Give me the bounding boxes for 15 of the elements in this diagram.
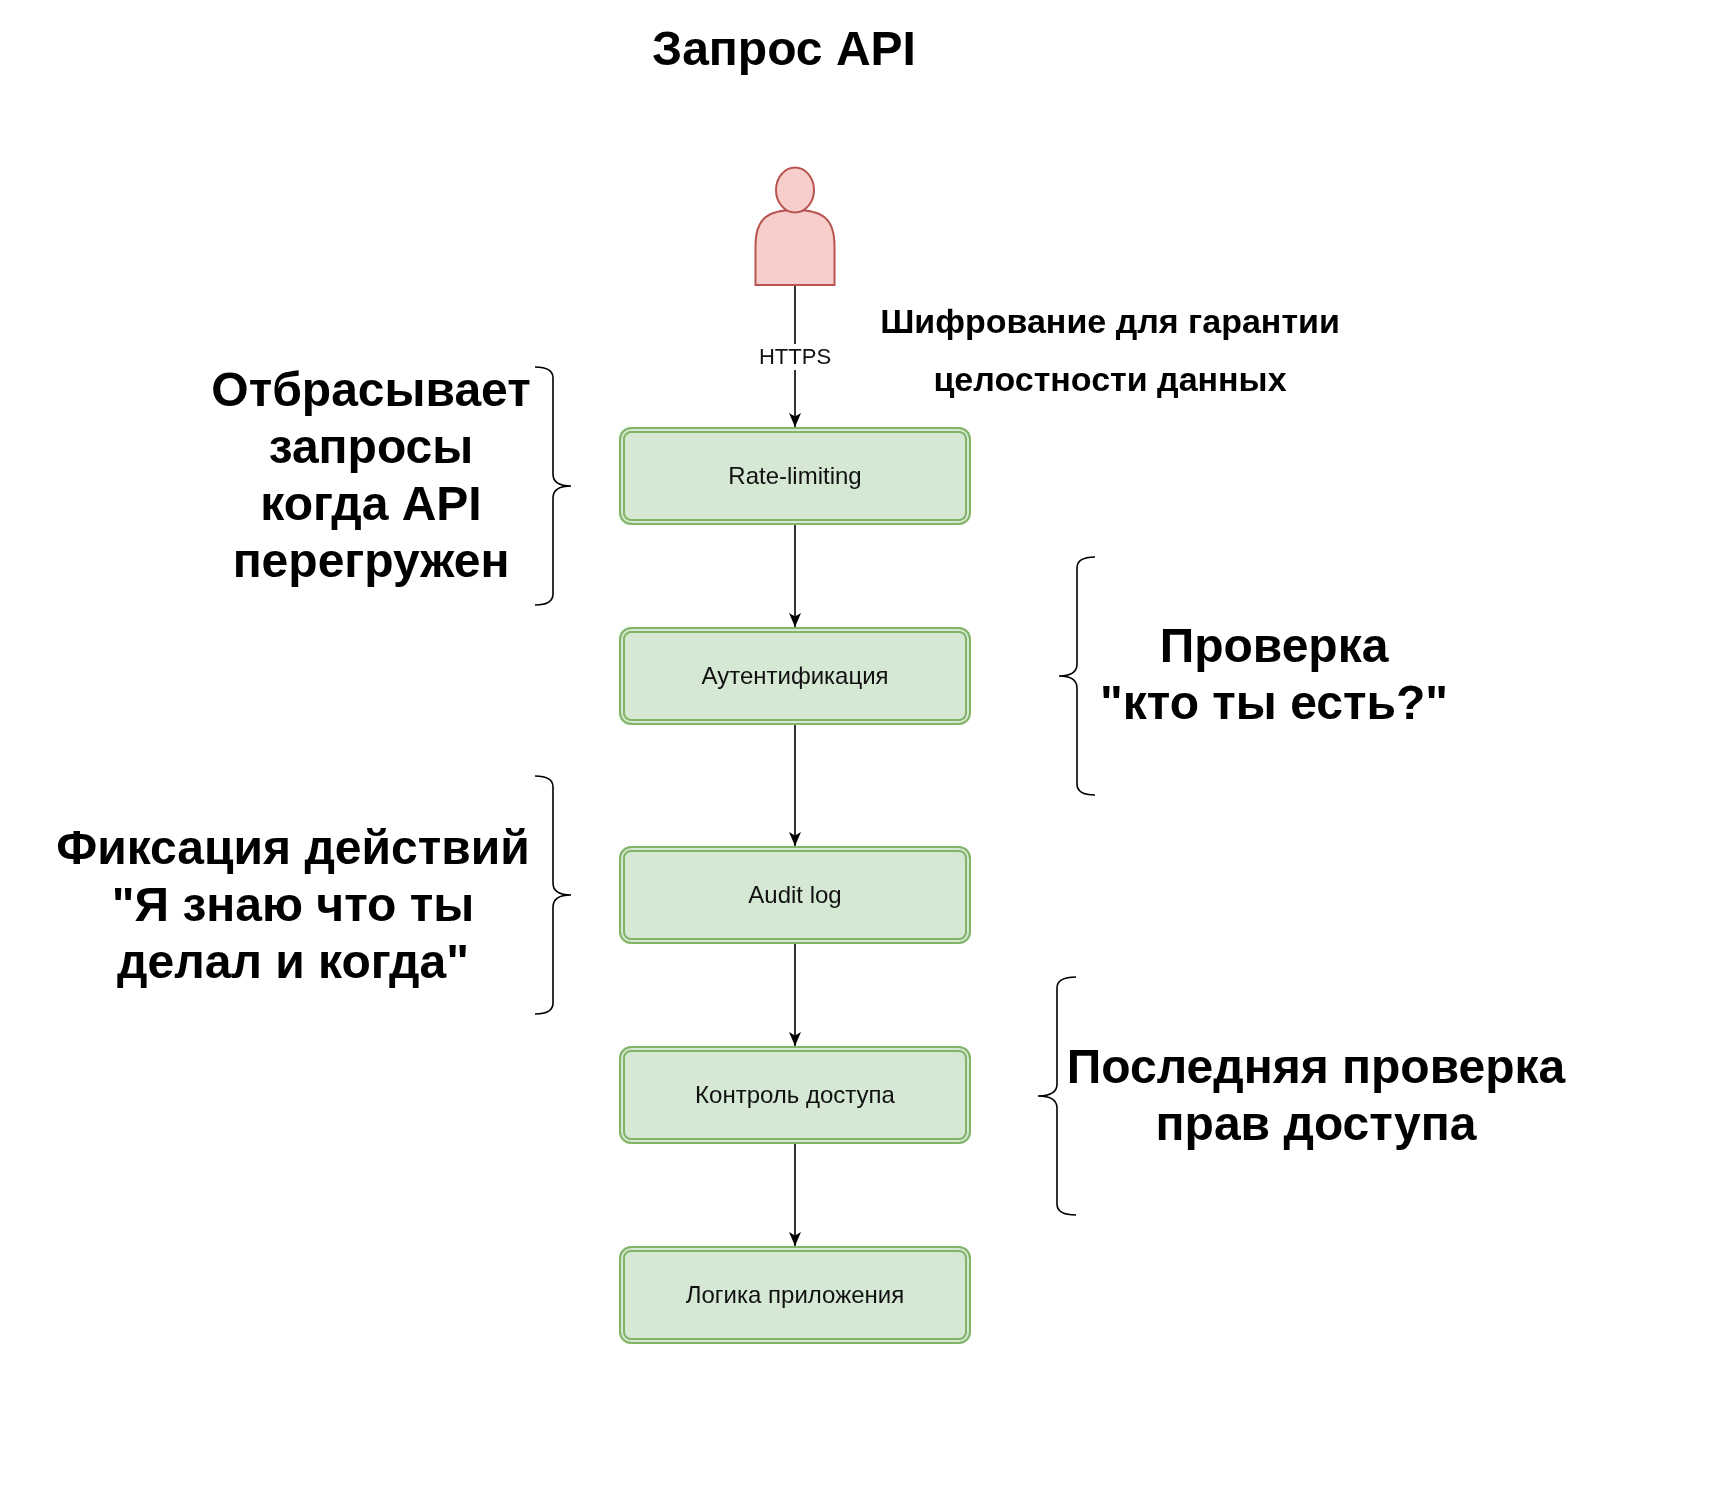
- process-box: Audit log: [619, 846, 971, 944]
- process-box: Логика приложения: [619, 1246, 971, 1344]
- annotation-text: Последняя проверка прав доступа: [1065, 1039, 1567, 1152]
- process-box: Rate-limiting: [619, 427, 971, 525]
- annotation-text: Шифрование для гарантии целостности данных: [879, 301, 1341, 400]
- annotation-text: Фиксация действий "Я знаю что ты делал и когда": [55, 820, 531, 990]
- annotation-text: Проверка "кто ты есть?": [1099, 618, 1449, 731]
- arrow: [789, 943, 801, 1047]
- annotation-text: Отбрасывает запросы когда API перегружен: [210, 362, 532, 589]
- process-box: Аутентификация: [619, 627, 971, 725]
- arrow: [789, 524, 801, 628]
- title: Запрос API: [652, 21, 916, 77]
- arrow: [789, 724, 801, 847]
- arrow: [789, 1143, 801, 1247]
- process-box: Контроль доступа: [619, 1046, 971, 1144]
